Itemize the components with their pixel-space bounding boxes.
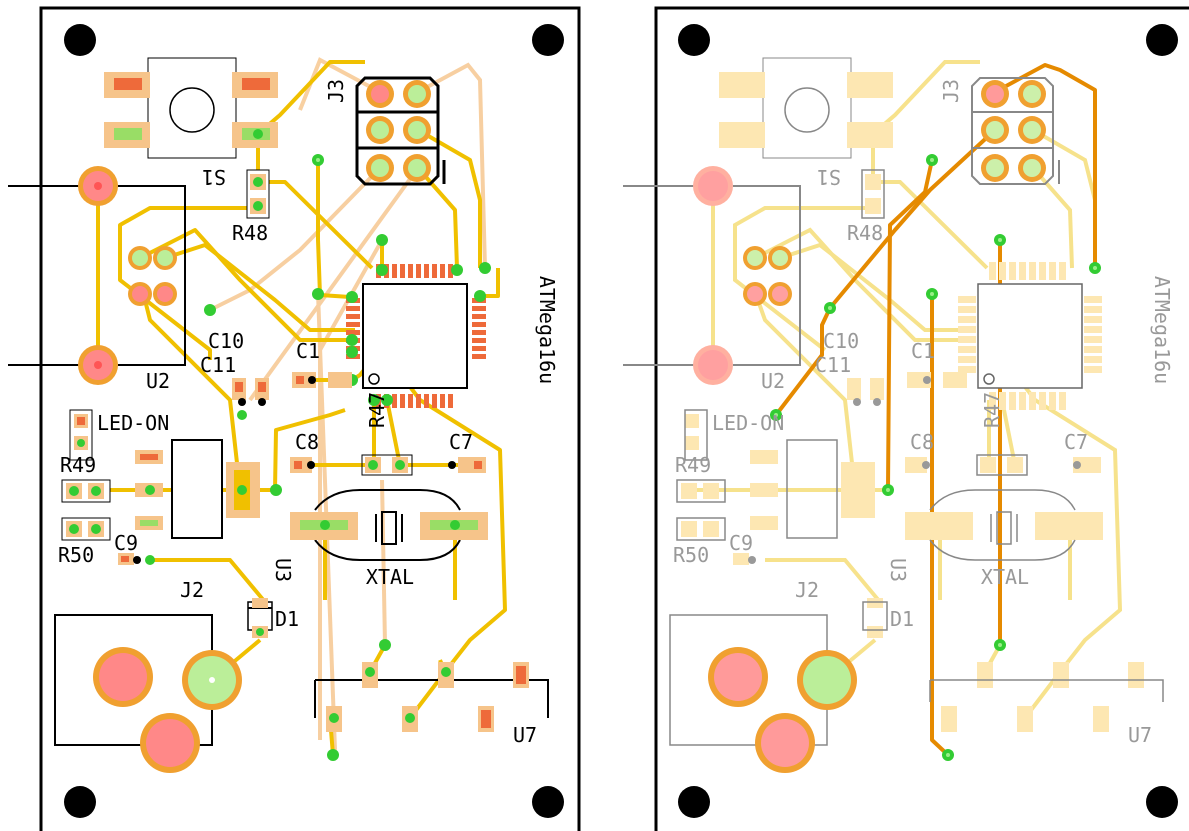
- label-u2: U2: [761, 369, 785, 393]
- label-r50: R50: [58, 543, 94, 567]
- label-j3: J3: [324, 79, 348, 103]
- label-d1: D1: [275, 607, 299, 631]
- label-c11: C11: [815, 353, 851, 377]
- label-u7: U7: [513, 723, 537, 747]
- switch-u7: [314, 662, 549, 732]
- mounting-hole: [532, 24, 564, 56]
- switch-s1: [719, 57, 893, 159]
- label-j2: J2: [795, 578, 819, 602]
- label-c1: C1: [296, 339, 320, 363]
- mounting-hole: [1146, 24, 1178, 56]
- label-r47: R47: [980, 392, 1004, 428]
- silkscreen-labels: S1 R48 J3 ATMega16u C10 C11 C1 U2 LED-ON…: [58, 79, 559, 747]
- label-c7: C7: [1064, 430, 1088, 454]
- vias: [204, 154, 491, 761]
- label-u2: U2: [146, 369, 170, 393]
- faded-components: [681, 372, 1144, 732]
- diode-d1: [247, 598, 273, 638]
- label-c8: C8: [910, 430, 934, 454]
- label-r49: R49: [675, 453, 711, 477]
- atmega-ic: [958, 262, 1102, 410]
- label-d1: D1: [890, 607, 914, 631]
- mounting-hole: [678, 24, 710, 56]
- bottom-traces-faded: [209, 57, 487, 751]
- silkscreen-labels: S1 R48 J3 ATMega16u C10 C11 C1 U2 LED-ON…: [673, 79, 1174, 747]
- label-led-on: LED-ON: [97, 411, 169, 435]
- label-xtal: XTAL: [366, 565, 414, 589]
- label-s1: S1: [202, 165, 226, 189]
- label-xtal: XTAL: [981, 565, 1029, 589]
- label-atmega: ATMega16u: [535, 276, 559, 384]
- label-u7: U7: [1128, 723, 1152, 747]
- mounting-hole: [64, 24, 96, 56]
- regulator-u2: [135, 439, 260, 539]
- label-c1: C1: [911, 339, 935, 363]
- faded-outlines: [669, 169, 1164, 746]
- resistor-r48: [246, 169, 270, 219]
- vias: [770, 154, 1101, 761]
- label-atmega: ATMega16u: [1150, 276, 1174, 384]
- label-c11: C11: [200, 353, 236, 377]
- label-r50: R50: [673, 543, 709, 567]
- label-j3: J3: [939, 79, 963, 103]
- label-u3: U3: [271, 558, 295, 582]
- mounting-hole: [532, 786, 564, 818]
- label-u3: U3: [886, 558, 910, 582]
- switch-s1: [104, 57, 278, 159]
- label-s1: S1: [817, 165, 841, 189]
- mounting-hole: [64, 786, 96, 818]
- capacitors: [232, 372, 486, 473]
- led-resistors: [61, 409, 155, 565]
- label-c10: C10: [208, 329, 244, 353]
- resistor-r47: [361, 454, 413, 476]
- top-layer-view: S1 R48 J3 ATMega16u C10 C11 C1 U2 LED-ON…: [8, 6, 581, 831]
- label-j2: J2: [180, 578, 204, 602]
- mounting-hole: [1146, 786, 1178, 818]
- header-j3: [971, 77, 1060, 185]
- label-c10: C10: [823, 329, 859, 353]
- mounting-hole: [678, 786, 710, 818]
- label-r48: R48: [232, 221, 268, 245]
- faded-gray-dots: [748, 376, 1081, 564]
- bottom-layer-view: S1 R48 J3 ATMega16u C10 C11 C1 U2 LED-ON…: [623, 6, 1189, 831]
- label-r47: R47: [365, 392, 389, 428]
- label-c9: C9: [114, 531, 138, 555]
- crystal-xtal: [290, 489, 488, 561]
- atmega-ic: [346, 264, 486, 408]
- label-r48: R48: [847, 221, 883, 245]
- power-jack-j2: [54, 614, 242, 773]
- label-c9: C9: [729, 531, 753, 555]
- header-j3: [355, 76, 446, 186]
- label-led-on: LED-ON: [712, 411, 784, 435]
- usb-connector: [8, 166, 186, 385]
- usb-connector: [623, 166, 801, 385]
- label-c7: C7: [449, 430, 473, 454]
- label-r49: R49: [60, 453, 96, 477]
- label-c8: C8: [295, 430, 319, 454]
- power-jack-j2: [708, 647, 857, 773]
